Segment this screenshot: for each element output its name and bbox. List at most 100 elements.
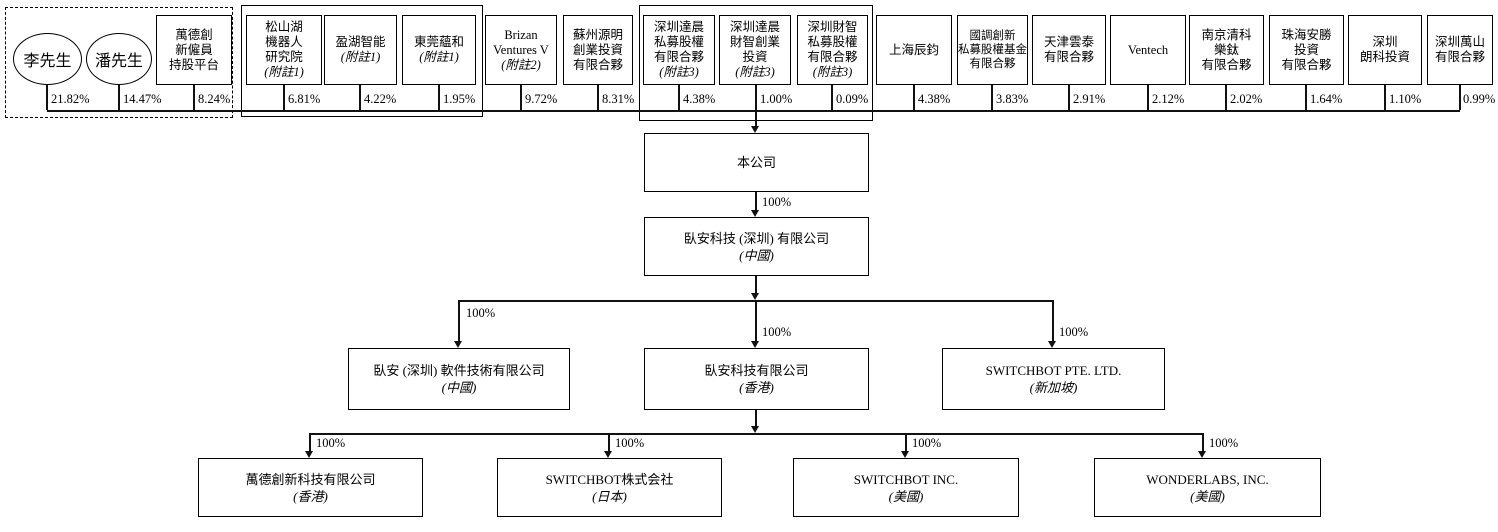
company-box-woan-shenzhen: 臥安科技 (深圳) 有限公司(中國) bbox=[644, 217, 869, 276]
shareholder-note: (附註1) bbox=[340, 50, 381, 64]
pct-label: 1.00% bbox=[760, 92, 793, 106]
ownership-pct-label: 100% bbox=[1209, 436, 1239, 450]
tier4-bus-line bbox=[310, 433, 1203, 435]
shareholder-name: 上海辰鈞 bbox=[888, 42, 939, 57]
shareholder-box-songshanhu: 松山湖 機器人 研究院(附註1) bbox=[246, 15, 322, 85]
connector-line bbox=[597, 85, 599, 110]
pct-label: 1.10% bbox=[1389, 92, 1422, 106]
ownership-pct-label: 100% bbox=[1059, 325, 1089, 339]
arrowhead-down bbox=[751, 426, 759, 433]
pct-label: 21.82% bbox=[51, 92, 90, 106]
company-region: (中國) bbox=[441, 380, 477, 395]
arrowhead-down bbox=[454, 341, 462, 348]
company-name: 本公司 bbox=[736, 155, 776, 170]
shareholder-name: 蘇州源明 創業投資 有限合夥 bbox=[572, 27, 623, 72]
shareholder-name: 天津雲泰 有限合夥 bbox=[1043, 35, 1094, 64]
shareholder-name: 深圳達晨 財智創業 投資 bbox=[729, 20, 780, 64]
connector-line bbox=[1068, 85, 1070, 110]
pct-label: 1.64% bbox=[1310, 92, 1343, 106]
connector-line bbox=[755, 85, 757, 110]
company-box-parent: 本公司 bbox=[644, 133, 869, 192]
shareholder-note: (附註3) bbox=[735, 65, 775, 79]
shareholder-box-dongguan: 東莞蘊和(附註1) bbox=[402, 15, 476, 85]
shareholder-box-wonder-esop: 萬德創 新僱員 持股平台 bbox=[156, 15, 232, 85]
shareholder-box-yinghu: 盈湖智能(附註1) bbox=[324, 15, 397, 85]
shareholder-name: 深圳萬山 有限合夥 bbox=[1434, 35, 1485, 64]
ownership-pct-label: 100% bbox=[466, 306, 496, 320]
company-name: SWITCHBOT PTE. LTD. bbox=[985, 363, 1122, 378]
ownership-pct-label: 100% bbox=[615, 436, 645, 450]
shareholder-note: (附註1) bbox=[419, 50, 459, 64]
shareholder-box-brizan: Brizan Ventures V(附註2) bbox=[485, 15, 557, 85]
arrowhead-down bbox=[1048, 341, 1056, 348]
connector-line bbox=[608, 433, 610, 451]
connector-line bbox=[1459, 85, 1461, 110]
connector-line bbox=[755, 192, 757, 210]
shareholder-oval-pan: 潘先生 bbox=[86, 33, 152, 85]
company-box-switchbot-sg: SWITCHBOT PTE. LTD.(新加坡) bbox=[942, 348, 1165, 410]
shareholder-name: 國調創新 私募股權基金 有限合夥 bbox=[958, 30, 1027, 70]
pct-label: 2.12% bbox=[1152, 92, 1185, 106]
company-box-switchbot-us: SWITCHBOT INC.(美國) bbox=[793, 458, 1019, 517]
arrowhead-down bbox=[751, 293, 759, 300]
company-region: (日本) bbox=[592, 488, 627, 504]
ownership-pct-label: 100% bbox=[762, 195, 792, 209]
arrowhead-down bbox=[305, 451, 313, 458]
shareholder-box-caizhi-pe: 深圳財智 私募股權 有限合夥(附註3) bbox=[797, 15, 868, 85]
connector-line bbox=[193, 85, 195, 110]
shareholder-name: 李先生 bbox=[23, 53, 72, 70]
pct-label: 0.99% bbox=[1463, 92, 1496, 106]
pct-label: 0.09% bbox=[836, 92, 869, 106]
shareholder-box-guodiao: 國調創新 私募股權基金 有限合夥 bbox=[957, 15, 1028, 85]
shareholder-oval-li: 李先生 bbox=[13, 33, 82, 85]
arrowhead-down bbox=[1198, 451, 1206, 458]
ownership-pct-label: 100% bbox=[762, 325, 792, 339]
pct-label: 4.38% bbox=[918, 92, 951, 106]
connector-line bbox=[755, 410, 757, 426]
pct-label: 4.38% bbox=[683, 92, 716, 106]
connector-line bbox=[1202, 433, 1204, 451]
shareholder-name: 潘先生 bbox=[94, 53, 143, 70]
shareholder-name: 深圳財智 私募股權 有限合夥 bbox=[807, 20, 858, 64]
shareholder-box-langke: 深圳 朗科投資 bbox=[1348, 15, 1422, 85]
arrowhead-down bbox=[901, 451, 909, 458]
note1-group-border bbox=[241, 5, 483, 117]
shareholder-note: (附註3) bbox=[659, 65, 699, 79]
shareholder-box-shanghai-chenjun: 上海辰鈞 bbox=[876, 15, 952, 85]
shareholder-name: 松山湖 機器人 研究院 bbox=[265, 20, 303, 64]
shareholder-bus-line bbox=[47, 110, 1460, 112]
connector-line bbox=[458, 300, 460, 341]
pct-label: 1.95% bbox=[443, 92, 476, 106]
company-name: SWITCHBOT INC. bbox=[853, 471, 959, 487]
pct-label: 6.81% bbox=[288, 92, 321, 106]
shareholder-box-tianjin-yuntai: 天津雲泰 有限合夥 bbox=[1032, 15, 1106, 85]
company-region: (香港) bbox=[293, 488, 328, 504]
connector-line bbox=[831, 85, 833, 110]
shareholder-name: 深圳達晨 私募股權 有限合夥 bbox=[653, 20, 704, 64]
pct-label: 8.24% bbox=[198, 92, 231, 106]
pct-label: 2.91% bbox=[1073, 92, 1106, 106]
company-region: (美國) bbox=[1190, 488, 1225, 504]
connector-line bbox=[991, 85, 993, 110]
company-region: (中國) bbox=[739, 247, 774, 263]
founder-group-dashed-border bbox=[5, 7, 233, 118]
connector-line bbox=[913, 85, 915, 110]
connector-line bbox=[755, 110, 757, 126]
ownership-pct-label: 100% bbox=[912, 436, 942, 450]
shareholder-note: (附註3) bbox=[812, 65, 853, 79]
connector-line bbox=[755, 276, 757, 293]
company-name: 臥安科技有限公司 bbox=[704, 363, 809, 378]
company-region: (香港) bbox=[739, 380, 774, 395]
arrowhead-down bbox=[604, 451, 612, 458]
shareholder-name: 盈湖智能 bbox=[335, 35, 386, 49]
company-name: 臥安科技 (深圳) 有限公司 bbox=[683, 230, 830, 246]
shareholder-name: 萬德創 新僱員 持股平台 bbox=[168, 27, 219, 72]
company-box-wonder-hk: 萬德創新科技有限公司(香港) bbox=[198, 458, 423, 517]
arrowhead-down bbox=[751, 341, 759, 348]
shareholder-name: 珠海安勝 投資 有限合夥 bbox=[1281, 27, 1332, 72]
connector-line bbox=[1225, 85, 1227, 110]
connector-line bbox=[1147, 85, 1149, 110]
shareholder-note: (附註2) bbox=[501, 57, 541, 72]
shareholder-name: 南京清科 樂鈦 有限合夥 bbox=[1201, 27, 1252, 72]
